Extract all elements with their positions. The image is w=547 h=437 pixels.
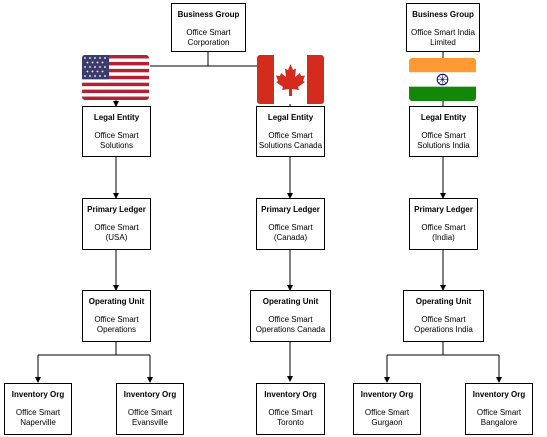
node-name: Office Smart Evansville [127,408,173,427]
node-name: Office Smart Operations India [414,315,473,334]
node-name: Office Smart Operations Canada [255,315,326,334]
node-title: Legal Entity [267,113,314,122]
operating-unit-usa: Operating Unit Office Smart Operations [82,290,151,342]
inventory-org-bangalore: Inventory Org Office Smart Bangalore [465,383,533,435]
node-title: Primary Ledger [261,205,320,214]
node-name: Office Smart (Canada) [268,223,313,242]
inventory-org-naperville: Inventory Org Office Smart Naperville [4,383,72,435]
node-name: Office Smart Solutions [94,131,139,150]
node-title: Legal Entity [420,113,467,122]
node-title: Inventory Org [123,390,177,399]
node-title: Operating Unit [262,297,319,306]
node-name: Office Smart India Limited [411,28,475,47]
node-title: Inventory Org [11,390,65,399]
node-name: Office Smart Solutions Canada [258,131,323,150]
node-title: Business Group [412,10,474,19]
india-flag-icon [409,58,476,101]
primary-ledger-canada: Primary Ledger Office Smart (Canada) [256,198,325,250]
node-title: Business Group [177,10,240,19]
business-group-office-smart-india: Business Group Office Smart India Limite… [406,3,480,52]
arrowhead-gur [384,377,390,383]
node-name: Office Smart Solutions India [417,131,470,150]
node-title: Inventory Org [472,390,526,399]
inventory-org-gurgaon: Inventory Org Office Smart Gurgaon [353,383,421,435]
node-name: Office Smart (India) [421,223,466,242]
primary-ledger-usa: Primary Ledger Office Smart (USA) [82,198,151,250]
node-name: Office Smart Corporation [186,28,231,47]
node-name: Office Smart Gurgaon [364,408,410,427]
node-name: Office Smart Operations [94,315,139,334]
node-title: Legal Entity [93,113,140,122]
primary-ledger-india: Primary Ledger Office Smart (India) [409,198,478,250]
node-title: Inventory Org [360,390,414,399]
node-title: Inventory Org [264,390,317,399]
node-title: Operating Unit [88,297,145,306]
node-title: Primary Ledger [414,205,473,214]
inventory-org-evansville: Inventory Org Office Smart Evansville [116,383,184,435]
arrowhead-eva [147,377,153,383]
node-title: Primary Ledger [87,205,146,214]
legal-entity-canada: Legal Entity Office Smart Solutions Cana… [256,106,325,157]
node-name: Office Smart Bangalore [476,408,522,427]
legal-entity-india: Legal Entity Office Smart Solutions Indi… [409,106,478,157]
operating-unit-india: Operating Unit Office Smart Operations I… [403,290,484,342]
connector-ou-io-us [37,342,151,381]
legal-entity-usa: Legal Entity Office Smart Solutions [82,106,151,157]
node-name: Office Smart (USA) [94,223,139,242]
operating-unit-canada: Operating Unit Office Smart Operations C… [250,290,331,342]
node-title: Operating Unit [415,297,472,306]
inventory-org-toronto: Inventory Org Office Smart Toronto [256,383,325,435]
usa-flag-icon [82,55,149,100]
arrowhead-nap [35,377,41,383]
connector-ou-io-in [386,342,500,381]
business-group-office-smart-corporation: Business Group Office Smart Corporation [171,3,246,52]
arrowhead-ban [496,377,502,383]
node-name: Office Smart Toronto [268,408,313,427]
canada-flag-icon [257,55,324,104]
node-name: Office Smart Naperville [15,408,61,427]
